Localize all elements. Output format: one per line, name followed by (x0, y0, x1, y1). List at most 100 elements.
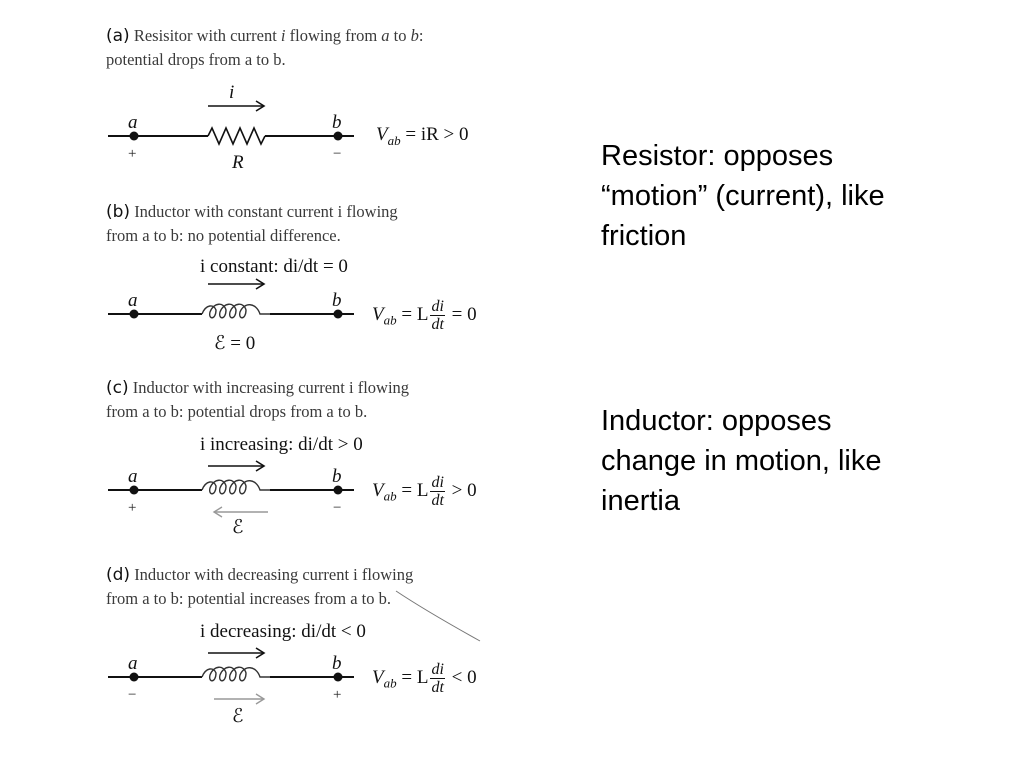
current-condition-label: i increasing: di/dt > 0 (200, 434, 363, 455)
node-b-dot (333, 672, 343, 682)
resistor-symbol (207, 126, 266, 146)
equation-part: ab (383, 675, 397, 691)
node-b-dot (333, 131, 343, 141)
sign-b: + (333, 687, 342, 703)
equation-part: ab (383, 488, 397, 504)
inductor-circuit-diagram (108, 460, 354, 518)
fraction-denominator: dt (431, 316, 444, 333)
panel-d-label: (d) (106, 565, 131, 585)
fraction-denominator: dt (431, 679, 444, 696)
sign-a: − (128, 687, 137, 703)
fraction-numerator: di (430, 474, 445, 492)
fraction-numerator: di (430, 661, 445, 679)
emf-label: ℰ = 0 (214, 333, 256, 354)
resistance-label: R (232, 152, 244, 173)
node-a-dot (129, 309, 139, 319)
current-arrow-head (255, 647, 266, 659)
panel-c-inductor-increasing: (c) Inductor with increasing current i f… (104, 376, 524, 556)
current-condition-label: i decreasing: di/dt < 0 (200, 621, 366, 642)
current-condition-label: i constant: di/dt = 0 (200, 256, 348, 277)
sign-b: − (333, 500, 342, 516)
equation: Vab = iR > 0 (376, 124, 469, 149)
inductor-coil (201, 303, 270, 319)
panel-c-label: (c) (106, 378, 129, 398)
caption-text: to (389, 26, 411, 45)
inductor-coil (201, 479, 270, 495)
inductor-circuit-diagram (108, 590, 481, 705)
caption-text: potential drops from a to b. (106, 50, 286, 69)
equation-part: V (376, 124, 388, 145)
node-b-label: b (332, 466, 342, 487)
equation-part: V (372, 666, 384, 688)
caption-text: Inductor with increasing current i flowi… (132, 378, 410, 397)
panel-b-label: (b) (106, 202, 131, 222)
inductor-note: Inductor: opposes change in motion, like… (601, 405, 882, 517)
fraction-numerator: di (430, 298, 445, 316)
equation-part: V (372, 303, 384, 325)
panel-b-caption: (b) Inductor with constant current i flo… (106, 200, 526, 248)
sign-a: + (128, 146, 137, 162)
sign-b: − (333, 146, 342, 162)
panel-a-caption: (a) Resisitor with current i flowing fro… (106, 26, 424, 69)
caption-text: from a to b: potential drops from a to b… (106, 402, 368, 421)
current-label: i (229, 82, 235, 103)
caption-text: b (410, 26, 419, 45)
node-a-dot (129, 485, 139, 495)
node-b-dot (333, 485, 343, 495)
caption-text: from a to b: potential increases from a … (106, 589, 391, 608)
panel-a-resistor: (a) Resisitor with current i flowing fro… (104, 24, 524, 204)
inductor-circuit-diagram (108, 278, 354, 319)
node-b-label: b (332, 112, 342, 133)
node-a-dot (129, 672, 139, 682)
node-a-dot (129, 131, 139, 141)
equation-part: = L (396, 303, 429, 325)
emf-arrow-head (212, 506, 223, 518)
node-b-dot (333, 309, 343, 319)
node-a-label: a (128, 290, 138, 311)
caption-text: a (381, 26, 390, 45)
caption-text: from a to b: no potential difference. (106, 226, 341, 245)
panel-d-caption: (d) Inductor with decreasing current i f… (106, 563, 526, 611)
current-arrow-head (255, 460, 266, 472)
caption-text: Resisitor with current (133, 26, 281, 45)
node-b-label: b (332, 653, 342, 674)
caption-text: Inductor with decreasing current i flowi… (134, 565, 414, 584)
inductor-coil (201, 666, 270, 682)
fraction-denominator: dt (431, 492, 444, 509)
current-arrow-head (255, 278, 266, 290)
caption-text: flowing from (285, 26, 382, 45)
caption-text: Inductor with constant current i flowing (134, 202, 398, 221)
equation-part: < 0 (446, 666, 477, 688)
emf-label: ℰ (232, 706, 244, 727)
equation-part: > 0 (446, 479, 477, 501)
equation-part: = L (396, 666, 429, 688)
equation-part: ab (383, 312, 397, 328)
equation-part: V (372, 479, 384, 501)
pen-stroke-mark (395, 590, 481, 642)
equation-part: = L (396, 479, 429, 501)
emf-label: ℰ (232, 517, 244, 538)
panel-d-inductor-decreasing: (d) Inductor with decreasing current i f… (104, 563, 524, 743)
node-b-label: b (332, 290, 342, 311)
node-a-label: a (128, 112, 138, 133)
sign-a: + (128, 500, 137, 516)
emf-arrow-head (255, 693, 266, 705)
resistor-note: Resistor: opposes “motion” (current), li… (601, 140, 885, 252)
node-a-label: a (128, 653, 138, 674)
current-arrow-head (255, 100, 266, 112)
equation-part: = 0 (446, 303, 477, 325)
node-a-label: a (128, 466, 138, 487)
panel-b-inductor-constant: (b) Inductor with constant current i flo… (104, 200, 524, 380)
equation-part: ab (387, 132, 401, 148)
resistor-circuit-diagram (108, 100, 354, 146)
panel-a-label: (a) (106, 26, 130, 46)
equation-part: = iR > 0 (400, 124, 469, 145)
caption-text: i (280, 26, 286, 45)
panel-c-caption: (c) Inductor with increasing current i f… (106, 376, 526, 424)
